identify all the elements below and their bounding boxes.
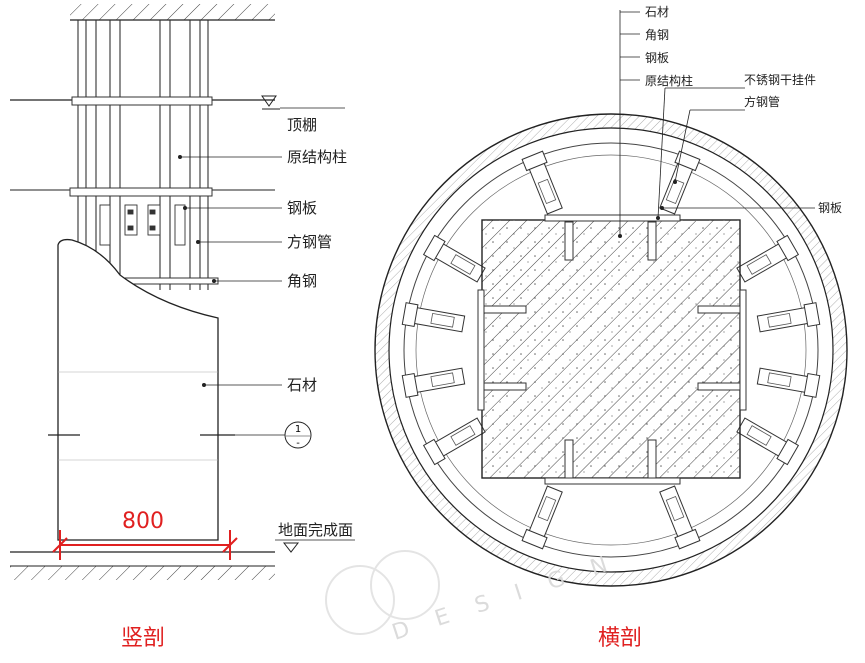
hanger-bracket: [401, 302, 466, 333]
caption-vertical: 竖剖: [121, 626, 165, 651]
stone-cladding: [57, 238, 219, 541]
radial-brackets: [401, 150, 821, 550]
section-marker-bottom: -: [296, 438, 300, 449]
connector-brackets: [99, 204, 186, 246]
hanger-bracket: [736, 234, 800, 283]
floor-level-marker: [282, 542, 300, 553]
original-column: [77, 20, 209, 290]
h-label-angle-steel: 角钢: [645, 28, 669, 42]
horizontal-section: 石材 角钢 钢板 原结构柱 不锈钢干挂件 方钢管 钢板 DESIGN 横剖: [325, 5, 848, 651]
hanger-bracket: [521, 150, 563, 215]
hanger-bracket: [659, 150, 701, 215]
section-marker: [284, 421, 312, 449]
hanger-bracket: [736, 417, 800, 466]
h-label-stone: 石材: [645, 5, 669, 19]
label-stone: 石材: [287, 376, 317, 394]
vertical-leaders: [180, 107, 345, 386]
h-label-square-tube: 方钢管: [744, 94, 780, 109]
dimension-value: 800: [122, 509, 164, 534]
hanger-bracket: [401, 367, 466, 398]
floor-slab-hatch: [10, 566, 275, 580]
backing-ring: [403, 142, 819, 558]
h-label-original-column: 原结构柱: [645, 73, 693, 88]
ceiling-slab-hatch: [70, 4, 275, 20]
label-original-column: 原结构柱: [287, 148, 347, 166]
steel-plate-band: [69, 187, 213, 197]
hanger-bracket: [422, 417, 486, 466]
hanger-bracket: [756, 367, 821, 398]
caption-horizontal: 横剖: [598, 626, 642, 651]
h-label-steel-plate-right: 钢板: [818, 201, 842, 215]
label-ceiling: 顶棚: [287, 116, 317, 134]
h-label-stainless-hanger: 不锈钢干挂件: [744, 73, 816, 87]
hanger-bracket: [521, 485, 563, 550]
horizontal-leaders: [619, 10, 815, 236]
dimension-800: [52, 530, 238, 560]
label-floor-finish: 地面完成面: [278, 521, 353, 539]
label-square-tube: 方钢管: [287, 233, 332, 251]
section-marker-top: 1: [295, 424, 301, 435]
label-steel-plate: 钢板: [287, 199, 317, 217]
hanger-bracket: [422, 234, 486, 283]
anchor-bolts: [477, 214, 747, 485]
ceiling-level-marker: [261, 95, 277, 107]
hanger-bracket: [756, 302, 821, 333]
hanger-bracket: [659, 485, 701, 550]
h-label-steel-plate: 钢板: [645, 51, 669, 65]
vertical-section: 1 - 800: [10, 4, 355, 651]
label-angle-steel: 角钢: [287, 272, 317, 290]
watermark: DESIGN: [325, 544, 637, 646]
